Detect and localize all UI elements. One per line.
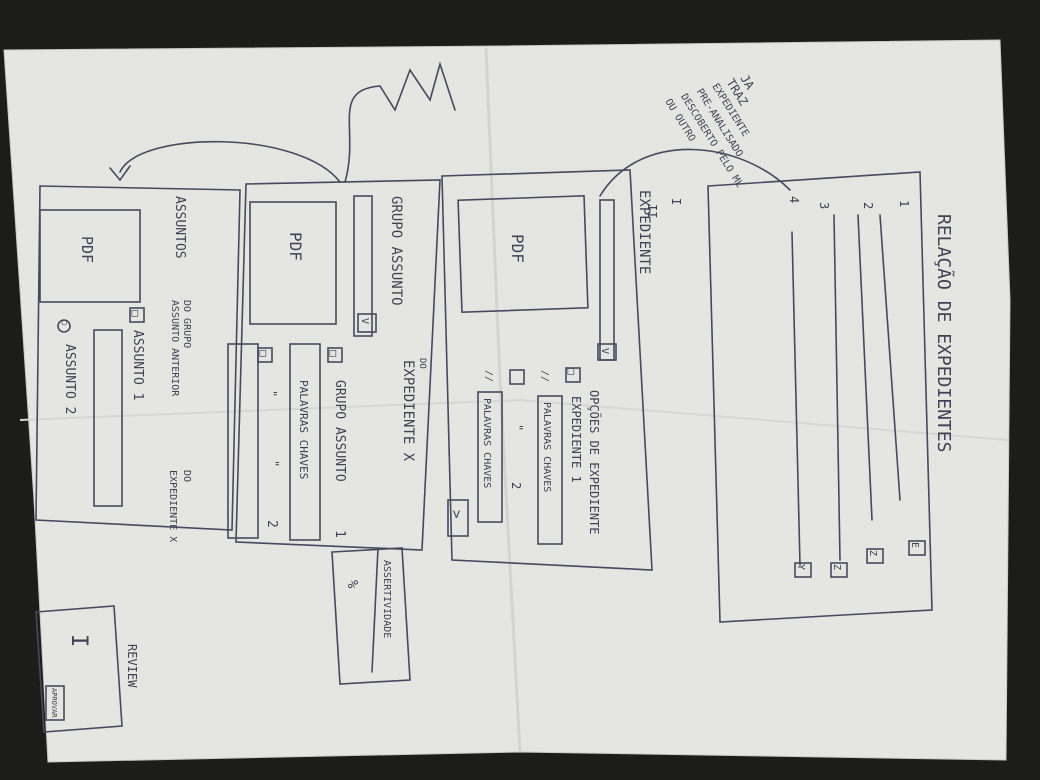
list-row-4-button-label: Y: [795, 564, 806, 570]
list-row-3-button[interactable]: [830, 562, 848, 578]
expediente-option-1-keywords-marker: //: [539, 370, 550, 382]
panel-expediente: [441, 148, 791, 571]
grupo-title-tail: EXPEDIENTE X: [400, 360, 416, 462]
list-row-2-line[interactable]: [857, 214, 873, 521]
flow-arrow-assunto-to-grupo: [119, 140, 341, 183]
expediente-option-1-checkbox[interactable]: [565, 367, 581, 383]
assunto-title-exp: DO: [181, 470, 192, 482]
list-row-3-line[interactable]: [833, 214, 841, 561]
expediente-option-2-keywords-marker: //: [483, 370, 494, 382]
assunto-option-2-label: ASSUNTO 2: [62, 344, 77, 414]
expediente-option-2-label: 2: [509, 482, 523, 489]
grupo-title: GRUPO ASSUNTO: [388, 196, 404, 306]
grupo-option-2-prefix: ": [265, 390, 279, 397]
list-row-1-button-label: E: [909, 542, 920, 548]
list-row-2-button[interactable]: [866, 548, 884, 564]
grupo-option-2-keywords[interactable]: [227, 343, 259, 539]
grupo-title-sub: DO: [417, 358, 427, 369]
grupo-option-2-mid: ": [267, 460, 281, 467]
list-row-4-line[interactable]: [791, 231, 801, 566]
expediente-option-1-checkbox-glyph: □: [565, 368, 578, 375]
expediente-next-button[interactable]: [447, 499, 469, 537]
grupo-option-1-keywords[interactable]: [289, 343, 321, 541]
grupo-dropdown[interactable]: [353, 195, 373, 337]
panel-relacao-expedientes: [707, 171, 933, 623]
list-row-4-button[interactable]: [794, 562, 812, 578]
assunto-option-2-radio-glyph: ○: [59, 320, 69, 326]
list-row-3-number: 3: [817, 202, 831, 209]
flow-arrow-list-to-expediente: [599, 148, 791, 197]
panel-assuntos: [35, 140, 341, 531]
grupo-option-1-number: 1: [332, 530, 347, 538]
expediente-dropdown-toggle[interactable]: [597, 343, 617, 361]
review-icon: I: [66, 634, 91, 647]
grupo-option-1-checkbox-glyph: □: [327, 350, 340, 357]
assunto-option-1-label: ASSUNTO 1: [130, 330, 145, 400]
assunto-title-group-sub: ASSUNTO ANTERIOR: [169, 300, 180, 397]
expediente-pdf-viewer[interactable]: [457, 195, 589, 313]
list-row-3-button-label: Z: [831, 564, 842, 570]
assertividade-value: %: [344, 580, 360, 589]
expediente-option-2-keywords[interactable]: [477, 391, 503, 523]
assunto-title-group: DO GRUPO: [181, 300, 192, 348]
grupo-option-1-label: GRUPO ASSUNTO: [332, 380, 347, 482]
note-number-1: I: [669, 198, 683, 205]
list-row-1-number: 1: [897, 200, 911, 207]
assertividade-label: ASSERTIVIDADE: [381, 560, 392, 638]
expediente-pdf-label: PDF: [508, 234, 527, 263]
assunto-option-1-bar[interactable]: [93, 329, 123, 507]
grupo-option-1-keywords-label: PALAVRAS CHAVES: [297, 380, 310, 479]
expediente-dropdown-marker: V: [599, 348, 610, 354]
grupo-option-1-checkbox[interactable]: [327, 347, 343, 363]
assunto-title-exp-sub: EXPEDIENTE X: [167, 470, 178, 542]
review-approve-button[interactable]: [45, 685, 65, 721]
list-row-4-number: 4: [787, 196, 801, 203]
expediente-option-quote-mark: ": [511, 424, 525, 431]
grupo-dropdown-toggle[interactable]: [357, 313, 377, 333]
grupo-pdf-label: PDF: [286, 232, 305, 261]
assunto-pdf-label: PDF: [78, 236, 96, 263]
expediente-title: EXPEDIENTE: [636, 190, 652, 274]
expediente-option-1-keywords[interactable]: [537, 395, 563, 545]
expediente-option-1-keywords-label: PALAVRAS CHAVES: [541, 402, 552, 492]
grupo-option-2-number: 2: [264, 520, 279, 528]
list-row-2-number: 2: [861, 202, 875, 209]
list-row-2-button-label: Z: [867, 550, 878, 556]
expediente-option-2-keywords-label: PALAVRAS CHAVES: [481, 398, 492, 488]
grupo-dropdown-marker: V: [359, 318, 370, 324]
assunto-pdf-viewer[interactable]: [39, 209, 141, 303]
assunto-title: ASSUNTOS: [172, 196, 187, 259]
grupo-pdf-viewer[interactable]: [249, 201, 337, 325]
assertividade-box: [331, 547, 411, 685]
grupo-option-2-checkbox-glyph: □: [257, 350, 270, 357]
panel-grupo-assunto: [227, 61, 456, 551]
assunto-option-2-radio[interactable]: [57, 319, 71, 333]
expediente-option-2-checkbox[interactable]: [509, 369, 525, 385]
assunto-option-1-checkbox-glyph: □: [129, 310, 142, 317]
expediente-option-1-label: EXPEDIENTE 1: [569, 396, 583, 483]
list-row-1-line[interactable]: [879, 214, 901, 501]
list-title: RELAÇÃO DE EXPEDIENTES: [933, 214, 955, 452]
list-row-1-button[interactable]: [908, 540, 926, 556]
assunto-option-1-checkbox[interactable]: [129, 307, 145, 323]
note-number-2: II: [645, 204, 659, 218]
expediente-next-button-label: >: [448, 510, 464, 518]
review-box: [35, 605, 123, 733]
flow-arrow-grupo-to-expediente: [344, 61, 456, 183]
review-label: REVIEW: [125, 644, 139, 688]
expediente-options-title: OPÇÕES DE EXPEDIENTE: [587, 390, 602, 535]
review-approve-label: APROVAR: [50, 688, 58, 718]
